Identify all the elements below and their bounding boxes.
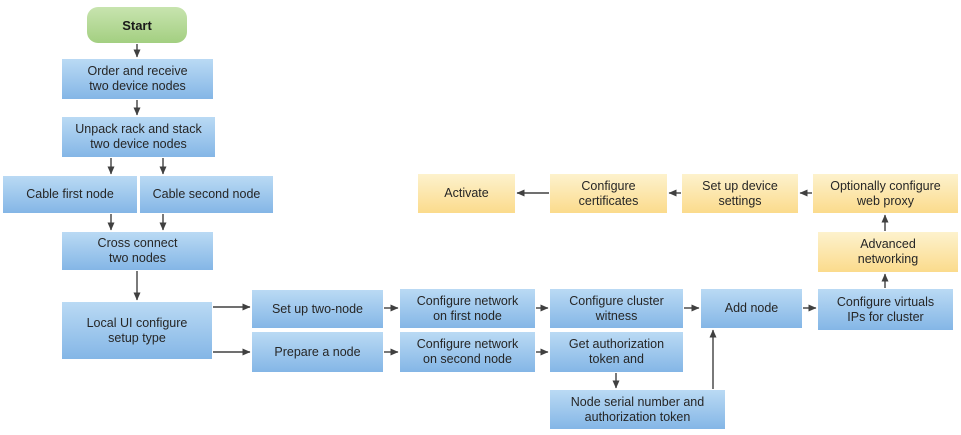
node-cable-first-node: Cable first node	[3, 176, 137, 213]
node-set-up-device-settings: Set up device settings	[682, 174, 798, 213]
node-cross-connect-two-nodes: Cross connect two nodes	[62, 232, 213, 270]
node-prepare-a-node: Prepare a node	[252, 332, 383, 372]
node-advanced-networking: Advanced networking	[818, 232, 958, 272]
node-configure-network-second-node: Configure network on second node	[400, 332, 535, 372]
node-activate: Activate	[418, 174, 515, 213]
node-cable-second-node: Cable second node	[140, 176, 273, 213]
node-get-authorization-token: Get authorization token and	[550, 332, 683, 372]
node-local-ui-configure-setup-type: Local UI configure setup type	[62, 302, 212, 359]
node-configure-network-first-node: Configure network on first node	[400, 289, 535, 328]
node-start: Start	[87, 7, 187, 43]
node-add-node: Add node	[701, 289, 802, 328]
node-unpack-rack-and-stack: Unpack rack and stack two device nodes	[62, 117, 215, 157]
node-order-and-receive: Order and receive two device nodes	[62, 59, 213, 99]
node-configure-virtual-ips: Configure virtuals IPs for cluster	[818, 289, 953, 330]
node-configure-certificates: Configure certificates	[550, 174, 667, 213]
node-configure-cluster-witness: Configure cluster witness	[550, 289, 683, 328]
node-serial-number-and-auth-token: Node serial number and authorization tok…	[550, 390, 725, 429]
node-optionally-configure-web-proxy: Optionally configure web proxy	[813, 174, 958, 213]
node-set-up-two-node: Set up two-node	[252, 290, 383, 328]
